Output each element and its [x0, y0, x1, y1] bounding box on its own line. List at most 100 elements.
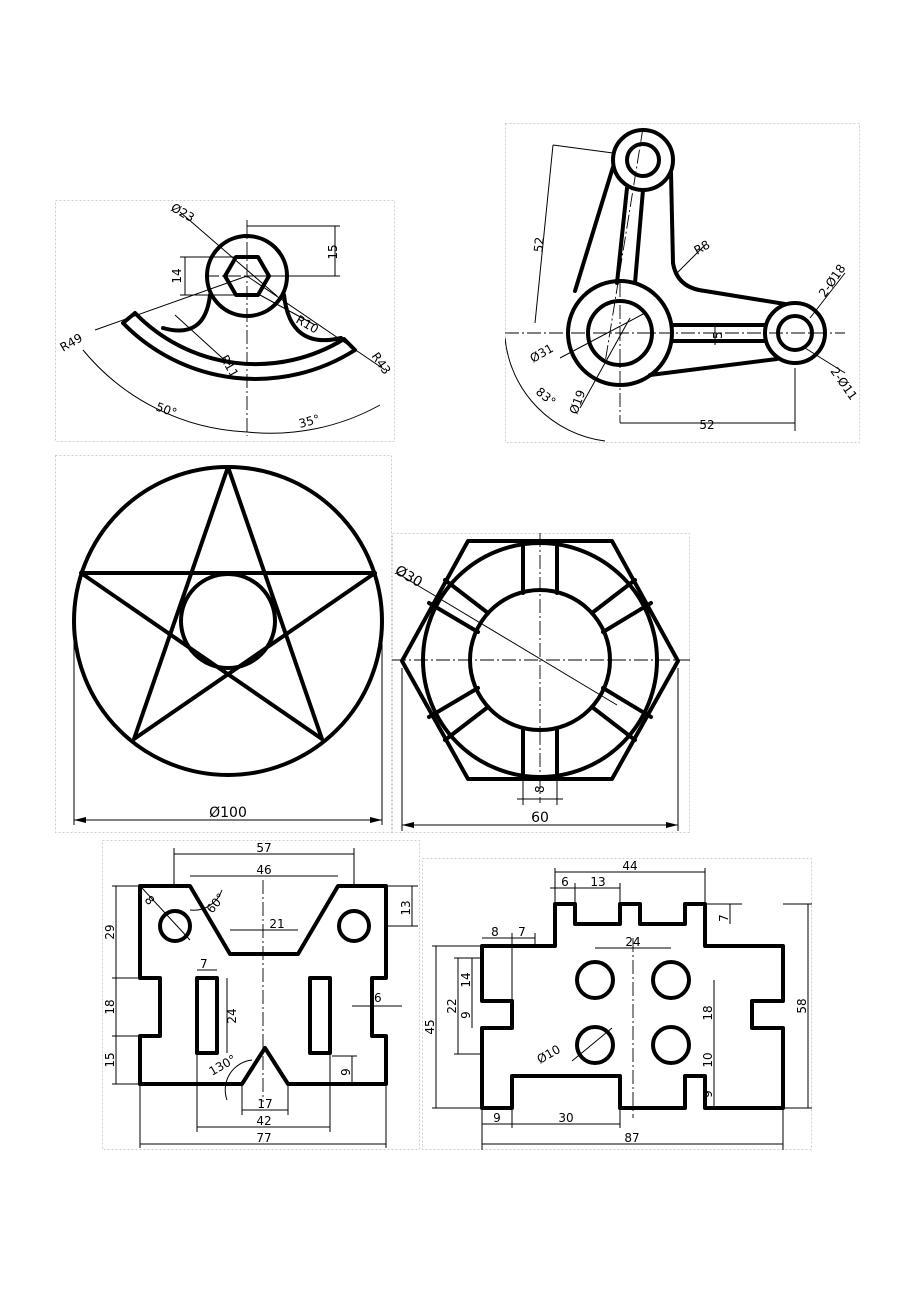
dim-dia-31: Ø31: [528, 341, 556, 365]
arm-edge: [573, 165, 615, 293]
plate-a-svg: 57 46 8 60° 13 21 29 18 15 7 24 6 9 130°…: [102, 840, 420, 1150]
dim-8: 8: [533, 785, 547, 793]
star-circle-svg: Ø100: [55, 455, 392, 833]
right-boss-outer: [763, 301, 827, 365]
dim-18: 18: [103, 999, 117, 1014]
rib-line: [615, 186, 629, 285]
dim-10: 10: [701, 1052, 715, 1067]
dim-14: 14: [170, 268, 184, 283]
dim-45: 45: [423, 1019, 437, 1034]
plate-outline: [138, 884, 388, 1086]
dim-6: 6: [561, 875, 569, 889]
dim-r43: R43: [369, 350, 394, 377]
dim-83-deg: 83°: [533, 385, 558, 409]
dim-7-left: 7: [518, 925, 526, 939]
dim-9: 9: [339, 1068, 353, 1076]
dim-22: 22: [445, 998, 459, 1013]
dim-7: 7: [200, 957, 208, 971]
dim-9-bottom: 9: [493, 1111, 501, 1125]
dim-dia-100: Ø100: [209, 805, 247, 821]
dim-30: 30: [558, 1111, 573, 1125]
dim-50-deg: 50°: [154, 400, 179, 420]
panel-frame: [102, 840, 420, 1150]
dim-5: 5: [711, 331, 725, 339]
dim-dia-10: Ø10: [535, 1042, 563, 1066]
radial-slots: [427, 541, 653, 779]
dim-44: 44: [622, 859, 637, 873]
panel-frame: [505, 123, 860, 443]
left-hole: [158, 909, 192, 943]
hole: [575, 960, 615, 1000]
arm-edge: [669, 171, 787, 306]
dim-24: 24: [225, 1008, 239, 1023]
dim-46: 46: [256, 863, 271, 877]
dim-58: 58: [795, 998, 809, 1013]
dim-15: 15: [326, 244, 340, 259]
dim-18: 18: [701, 1005, 715, 1020]
dim-87: 87: [624, 1131, 639, 1145]
dim-57: 57: [256, 841, 271, 855]
dim-35-deg: 35°: [297, 412, 321, 431]
right-slot: [308, 976, 332, 1055]
arm-edge: [648, 357, 779, 377]
dim-15: 15: [103, 1052, 117, 1067]
right-boss-bore: [776, 314, 814, 352]
dim-7-top: 7: [717, 914, 731, 922]
fillet-left: [161, 293, 212, 333]
lever-arm-svg: 52 R8 2-Ø18 5 Ø31 2-Ø11 Ø19 83° 52: [505, 123, 860, 443]
dim-52-slant: 52: [531, 236, 547, 253]
drawing-hex-nut: Ø30 8 60: [392, 533, 690, 833]
arc-band: [121, 311, 357, 381]
hex-socket: [223, 255, 271, 297]
drawing-lever-arm: 52 R8 2-Ø18 5 Ø31 2-Ø11 Ø19 83° 52: [505, 123, 860, 443]
drawing-fan-part: 15 14 Ø23 R10 R11 R49 R43 50° 35°: [55, 200, 395, 442]
dim-60: 60: [531, 810, 549, 826]
dim-29: 29: [103, 924, 117, 939]
plate-outline: [480, 902, 785, 1110]
dim-21: 21: [269, 917, 284, 931]
dim-77: 77: [256, 1131, 271, 1145]
left-slot: [195, 976, 219, 1055]
outer-circle: [72, 465, 384, 777]
right-hole: [337, 909, 371, 943]
dim-9-right: 9: [701, 1090, 715, 1098]
drawing-plate-b: 44 6 13 7 8 7 24 45 22 14 9 58 18 10 9 Ø…: [422, 858, 812, 1150]
dim-2-phi18: 2-Ø18: [816, 262, 849, 300]
panel-frame: [55, 200, 395, 442]
dim-24: 24: [625, 935, 640, 949]
dim-6: 6: [374, 991, 382, 1005]
hexagon-outline: [400, 539, 680, 781]
dim-42: 42: [256, 1114, 271, 1128]
dim-r8: R8: [692, 237, 713, 257]
main-boss-bore: [586, 299, 654, 367]
dim-2-phi11: 2-Ø11: [828, 365, 860, 403]
main-boss-outer: [566, 279, 674, 387]
dim-13: 13: [399, 900, 413, 915]
hole: [651, 960, 691, 1000]
hole: [651, 1025, 691, 1065]
dim-52-horiz: 52: [699, 418, 714, 432]
dim-13: 13: [590, 875, 605, 889]
panel-frame: [392, 533, 690, 833]
dim-r49: R49: [58, 331, 85, 355]
fan-part-svg: 15 14 Ø23 R10 R11 R49 R43 50° 35°: [55, 200, 395, 442]
fillet-right: [282, 293, 343, 343]
panel-frame: [55, 455, 392, 833]
dim-9-left: 9: [459, 1011, 473, 1019]
center-line: [604, 127, 644, 364]
dim-8: 8: [142, 893, 158, 908]
hex-nut-svg: Ø30 8 60: [392, 533, 690, 833]
dim-17: 17: [257, 1097, 272, 1111]
drawing-star-circle: Ø100: [55, 455, 392, 833]
rib-line: [633, 188, 645, 285]
dim-14: 14: [459, 972, 473, 987]
dim-130-deg: 130°: [207, 1052, 239, 1079]
inner-circle: [179, 572, 277, 670]
drawing-plate-a: 57 46 8 60° 13 21 29 18 15 7 24 6 9 130°…: [102, 840, 420, 1150]
dim-dia-23: Ø23: [169, 200, 197, 224]
top-boss-bore: [625, 142, 661, 178]
dim-8: 8: [491, 925, 499, 939]
dim-dia-19: Ø19: [567, 388, 589, 416]
hole: [575, 1025, 615, 1065]
top-boss-outer: [611, 128, 675, 192]
